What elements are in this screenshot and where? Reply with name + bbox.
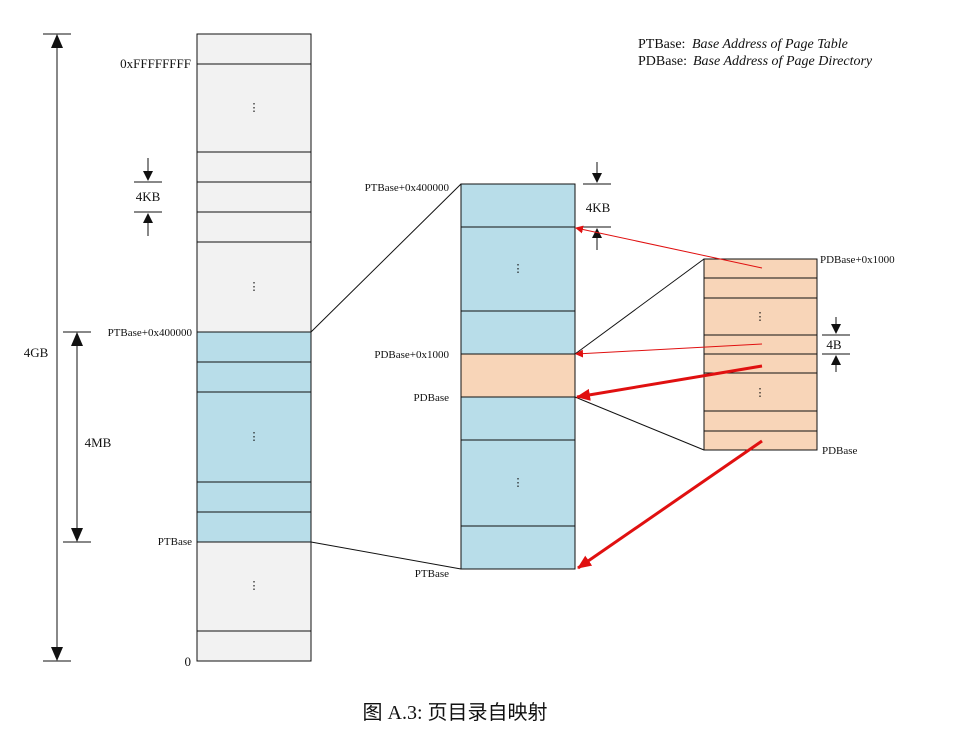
legend-pt-desc: Base Address of Page Table — [692, 37, 848, 52]
ellipsis-mark: ⋮ — [755, 311, 766, 323]
page-table-top-address: PTBase+0x400000 — [365, 182, 450, 194]
ellipsis-mark: ⋮ — [513, 263, 524, 275]
page-table-dividers — [461, 226, 575, 527]
page-table-pd-top-address: PDBase+0x1000 — [374, 349, 449, 361]
ellipsis-mark: ⋮ — [513, 477, 524, 489]
figure-caption: 图 A.3: 页目录自映射 — [363, 701, 548, 724]
space-pt-top-address: PTBase+0x400000 — [108, 327, 193, 339]
dimension-4mb: 4MB — [63, 331, 112, 543]
dimension-4gb: 4GB — [24, 33, 71, 662]
page-directory-bottom-address: PDBase — [822, 445, 858, 457]
dimension-4kb-left: 4KB — [134, 158, 162, 236]
page-table-column: ⋮ ⋮ PTBase+0x400000 PDBase+0x1000 PDBase… — [365, 162, 611, 580]
space-bottom-address: 0 — [185, 654, 192, 669]
dimension-4gb-label: 4GB — [24, 345, 49, 360]
projection-lines-right — [574, 258, 705, 451]
space-lower-region — [196, 541, 312, 662]
arrow-entry-to-pd-top — [575, 343, 763, 358]
ellipsis-mark: ⋮ — [249, 431, 260, 443]
arrow-entry-to-pt-base — [577, 439, 763, 570]
space-upper-region — [196, 33, 312, 333]
arrow-self-map-entry — [576, 364, 763, 401]
legend-pd-desc: Base Address of Page Directory — [693, 54, 873, 69]
space-top-address: 0xFFFFFFFF — [120, 56, 191, 71]
ellipsis-mark: ⋮ — [755, 387, 766, 399]
dimension-4b-label: 4B — [826, 337, 842, 352]
space-page-dividers — [197, 63, 311, 632]
dimension-4kb-left-label: 4KB — [136, 189, 161, 204]
address-space-column: ⋮ ⋮ ⋮ ⋮ 0xFFFFFFFF 0 PTBase+0x400000 PTB… — [24, 33, 312, 669]
space-page-table-region — [196, 331, 312, 543]
page-directory-top-address: PDBase+0x1000 — [820, 254, 895, 266]
legend-pt-key: PTBase: — [638, 37, 685, 52]
dimension-4kb-middle: 4KB — [583, 162, 611, 250]
legend: PTBase: Base Address of Page Table PDBas… — [638, 37, 873, 69]
dimension-4kb-middle-label: 4KB — [586, 200, 611, 215]
mapping-arrows — [575, 225, 763, 570]
page-table-bottom-address: PTBase — [415, 568, 449, 580]
projection-lines-left — [310, 183, 462, 570]
dimension-4b: 4B — [822, 317, 850, 372]
legend-pd-key: PDBase: — [638, 54, 687, 69]
page-directory-page — [460, 353, 576, 398]
page-table-pd-base-address: PDBase — [414, 392, 450, 404]
page-directory-column: ⋮ ⋮ PDBase+0x1000 PDBase 4B — [703, 254, 895, 457]
space-pt-bottom-address: PTBase — [158, 536, 192, 548]
ellipsis-mark: ⋮ — [249, 580, 260, 592]
dimension-4mb-label: 4MB — [85, 435, 112, 450]
arrow-entry-to-pt-page — [575, 225, 763, 269]
ellipsis-mark: ⋮ — [249, 281, 260, 293]
ellipsis-mark: ⋮ — [249, 102, 260, 114]
